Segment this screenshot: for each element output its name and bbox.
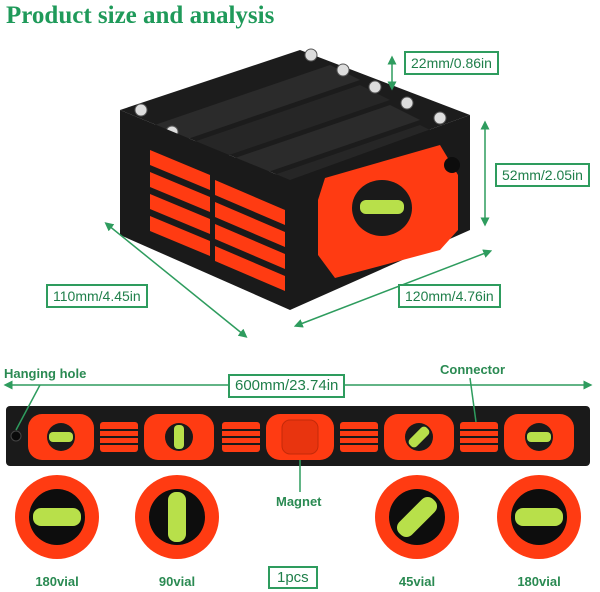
vial-closeup-180-left bbox=[15, 475, 99, 559]
connector-label: Connector bbox=[440, 362, 505, 377]
unfolded-length-label: 600mm/23.74in bbox=[228, 374, 346, 398]
hanging-hole-label: Hanging hole bbox=[4, 366, 87, 381]
length-label: 120mm/4.76in bbox=[398, 284, 501, 308]
thickness-label: 22mm/0.86in bbox=[404, 51, 499, 75]
vial-label-180-right: 180vial bbox=[517, 574, 561, 589]
folded-level-image bbox=[120, 48, 470, 310]
magnet-label: Magnet bbox=[276, 494, 322, 509]
vial-closeup-180-right bbox=[497, 475, 581, 559]
unfolded-level-image bbox=[6, 406, 590, 466]
quantity-badge: 1pcs bbox=[268, 566, 318, 589]
vial-label-45: 45vial bbox=[398, 574, 436, 589]
vial-label-180-left: 180vial bbox=[35, 574, 79, 589]
page-title: Product size and analysis bbox=[6, 2, 275, 29]
vial-closeup-90 bbox=[135, 475, 219, 559]
vial-label-90: 90vial bbox=[158, 574, 196, 589]
vial-closeup-45 bbox=[375, 475, 459, 559]
height-label: 52mm/2.05in bbox=[495, 163, 590, 187]
depth-label: 110mm/4.45in bbox=[46, 284, 148, 308]
